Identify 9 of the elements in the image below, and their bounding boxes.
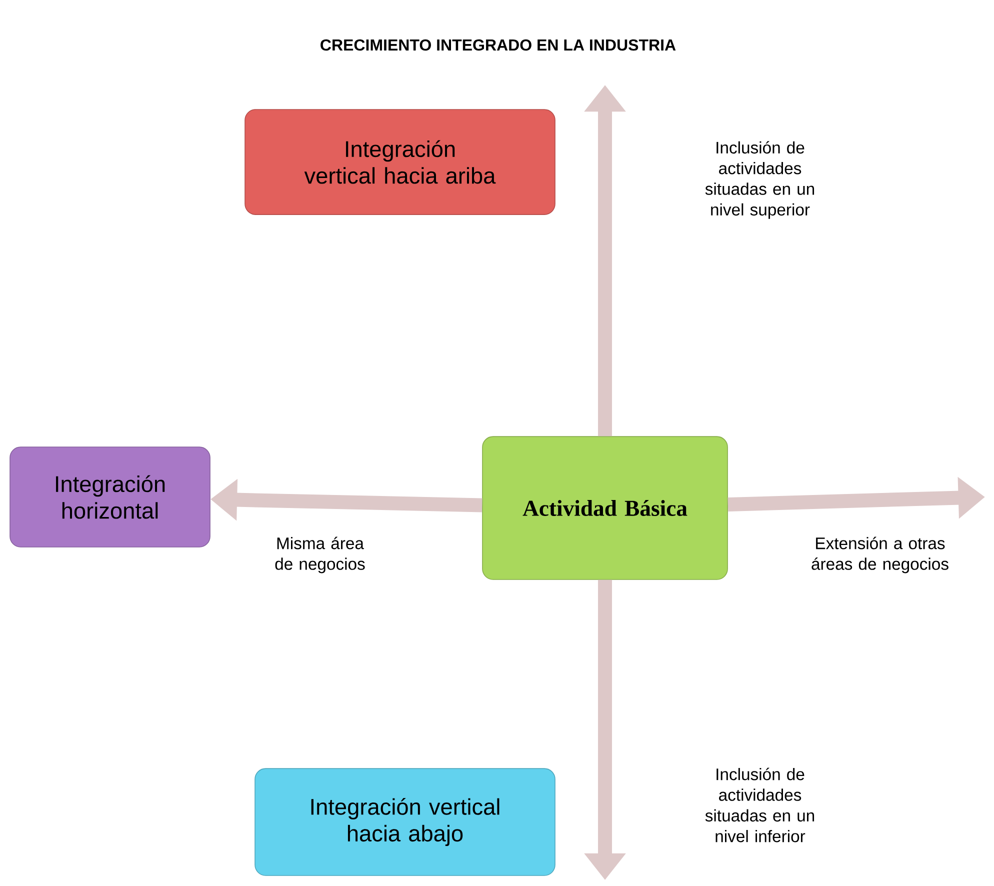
center-box: Actividad Básica bbox=[482, 436, 728, 580]
category-box: Integración horizontal bbox=[10, 446, 210, 548]
category-box: Integración vertical hacia abajo bbox=[254, 768, 556, 876]
title: CRECIMIENTO INTEGRADO EN LA INDUSTRIA bbox=[320, 39, 676, 51]
category-box: Integración vertical hacia ariba bbox=[244, 109, 556, 215]
note: Extensión a otras áreas de negocios bbox=[812, 536, 948, 574]
note: Inclusión de actividades situadas en un nivel superior bbox=[705, 141, 814, 219]
note: Misma área de negocios bbox=[275, 536, 365, 574]
note: Inclusión de actividades situadas en un nivel inferior bbox=[705, 768, 814, 842]
